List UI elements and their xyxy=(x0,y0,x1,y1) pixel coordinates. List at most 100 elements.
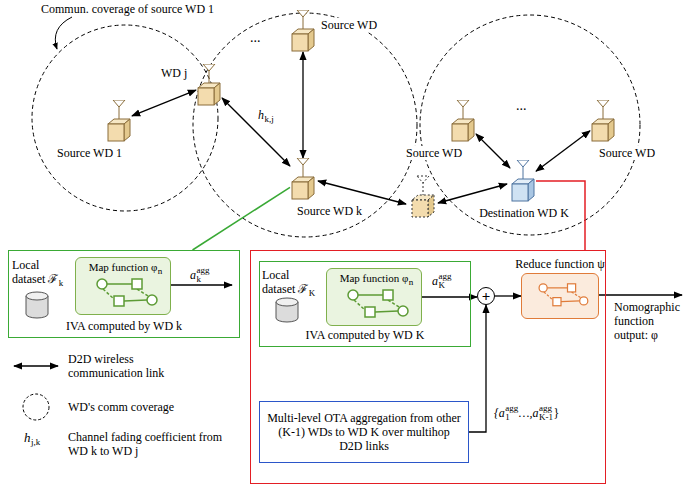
d2d-link xyxy=(476,134,510,168)
math-symbol-wrap: {a xyxy=(494,406,505,420)
relay-links xyxy=(318,181,507,204)
device-node: Source WD xyxy=(590,100,616,142)
math-symbol: {a xyxy=(494,406,505,420)
math-symbol: h xyxy=(258,108,264,122)
math-index-wrap: n xyxy=(409,277,414,287)
box-label-wrap: IVA computed by WD K xyxy=(260,328,470,342)
note-label-wrap: ... xyxy=(516,98,527,114)
note-label-wrap: } xyxy=(553,406,559,420)
coverage-circles xyxy=(32,13,640,237)
note-label-wrap: Commun. coverage of source WD 1 xyxy=(40,2,215,16)
note-label: ... xyxy=(516,98,527,113)
dataset-cylinder xyxy=(276,298,298,322)
device-icon xyxy=(196,64,222,106)
d2d-link xyxy=(422,296,477,297)
box-label-wrap: IVA computed by WD k xyxy=(9,319,239,333)
d2d-link xyxy=(469,305,486,432)
device-label-wrap: Source WD 1 xyxy=(56,146,123,160)
box-label-wrap: Multi-level OTA aggregation from other (… xyxy=(260,411,468,453)
device-node: Source WD 1 xyxy=(106,100,132,142)
math-symbol-wrap: h xyxy=(24,430,31,445)
math-symbol-wrap: …,a xyxy=(519,406,539,420)
box-label: Multi-level OTA aggregation from other (… xyxy=(267,411,461,453)
math-index-wrap: k xyxy=(59,278,64,288)
math-index: n xyxy=(158,266,163,276)
note-label-wrap: Nomographic function output: φ xyxy=(614,300,684,342)
box-label: IVA computed by WD k xyxy=(66,319,182,333)
device-label: Source WD 1 xyxy=(57,146,122,160)
device-label-wrap: Source WD xyxy=(405,146,463,160)
function-icon xyxy=(76,276,172,312)
output-arrow xyxy=(598,294,682,295)
function-icon xyxy=(522,276,600,316)
device-icon xyxy=(106,100,132,142)
box-label-wrap: Map function φ xyxy=(76,261,170,274)
math-index: agg xyxy=(197,265,210,275)
box-label-wrap: Reduce function ψ xyxy=(515,257,604,271)
math-index-wrap: K xyxy=(439,280,446,290)
device-icon xyxy=(590,100,616,142)
device-label: WD j xyxy=(161,66,187,80)
math-symbol: …,a xyxy=(519,406,539,420)
box-label: Map function φ xyxy=(89,261,158,273)
legend-label: Channel fading coefficient from WD k to … xyxy=(68,430,222,458)
math-index-wrap: agg xyxy=(539,403,552,413)
map-function-box: Map function φ xyxy=(326,268,422,326)
math-index-wrap: agg xyxy=(505,403,518,413)
math-index: k,j xyxy=(265,114,274,124)
legend-label-wrap: Channel fading coefficient from WD k to … xyxy=(68,430,228,458)
device-label: Source WD xyxy=(321,18,377,32)
device-icon xyxy=(290,158,316,200)
sum-circle: + xyxy=(477,287,495,305)
math-index-wrap: agg xyxy=(439,271,452,281)
math-index-wrap: agg xyxy=(197,265,210,275)
relay-device xyxy=(412,176,434,217)
device-label: Source WD k xyxy=(297,204,362,218)
d2d-link xyxy=(495,295,521,296)
device-label: Source WD xyxy=(406,146,462,160)
device-icon xyxy=(510,160,536,202)
legend-circle-sample xyxy=(23,394,49,420)
box-label: Map function φ xyxy=(340,272,409,284)
math-index-wrap: k xyxy=(197,274,202,284)
math-index: 1 xyxy=(505,412,510,422)
device-label: Destination WD K xyxy=(479,206,569,220)
device-node: Source WD xyxy=(450,100,476,142)
d2d-link xyxy=(132,90,196,116)
note-label: Nomographic function output: φ xyxy=(614,300,680,342)
device-node: Source WD xyxy=(290,10,316,52)
math-symbol-wrap: h xyxy=(258,108,264,122)
legend-label: D2D wireless communication link xyxy=(68,352,164,380)
math-index: agg xyxy=(439,271,452,281)
device-label-wrap: Source WD xyxy=(598,146,656,160)
math-index: k xyxy=(197,274,202,284)
math-index: agg xyxy=(539,403,552,413)
box-label: + xyxy=(482,288,491,304)
device-node: Source WD k xyxy=(290,158,316,200)
device-label: Source WD xyxy=(599,146,655,160)
device-icon xyxy=(290,10,316,52)
legend-label-wrap: WD's comm coverage xyxy=(68,400,174,414)
math-index: j,k xyxy=(31,437,40,447)
dataset-cylinder xyxy=(26,292,48,318)
device-label-wrap: Destination WD K xyxy=(478,206,570,220)
math-symbol-wrap: a xyxy=(432,274,438,288)
math-index: agg xyxy=(505,403,518,413)
box-label-wrap: + xyxy=(482,289,491,304)
math-index: K-1 xyxy=(539,412,553,422)
math-index-wrap: j,k xyxy=(31,437,40,447)
device-label-wrap: Source WD k xyxy=(296,204,363,218)
output-arrow xyxy=(170,284,232,285)
note-label-wrap: ... xyxy=(250,30,261,46)
link-line xyxy=(193,187,291,250)
note-label: Local dataset ℱ xyxy=(262,268,308,296)
box-label-wrap: Map function φ xyxy=(327,272,421,285)
box-label: Reduce function ψ xyxy=(515,257,604,271)
note-label: } xyxy=(553,406,559,420)
math-symbol: a xyxy=(190,268,196,282)
function-icon xyxy=(327,287,423,323)
iva-box: IVA computed by WD k Map function φ xyxy=(8,250,240,338)
note-label: Local dataset ℱ xyxy=(12,258,58,286)
math-index: K xyxy=(309,288,316,298)
